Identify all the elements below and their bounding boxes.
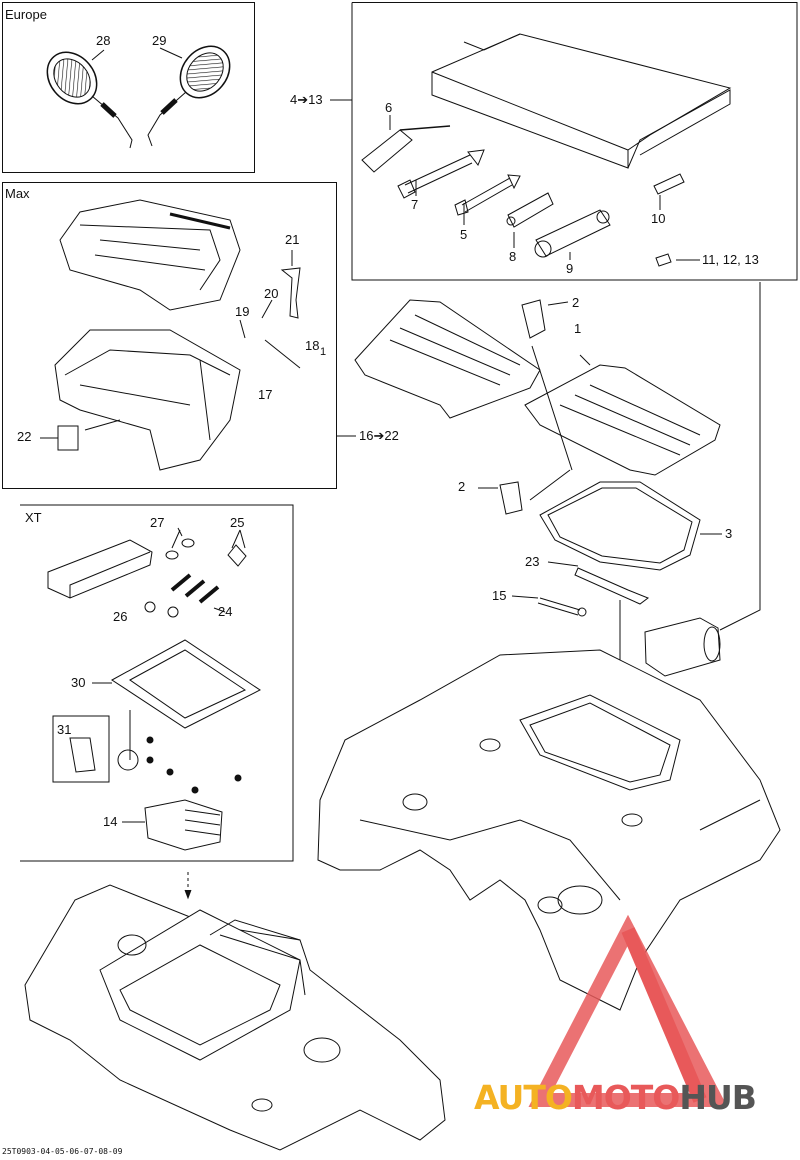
- gasket-3: [539, 481, 701, 571]
- tool-pouch: [431, 33, 732, 169]
- callout-22: 22: [17, 429, 32, 444]
- europe-title: Europe: [5, 7, 47, 22]
- fuse-10: [653, 173, 685, 195]
- wrench-5: [454, 174, 521, 216]
- callout-1: 1: [574, 321, 582, 336]
- watermark-triangle: [528, 914, 728, 1107]
- callout-14: 14: [103, 814, 118, 829]
- xt-plate: [47, 539, 153, 599]
- max-box: [2, 182, 337, 489]
- rear-fender-main: [317, 649, 781, 1011]
- bolts-24: [170, 573, 220, 604]
- callout-18-sub: 1: [320, 346, 327, 358]
- callout-17: 17: [258, 387, 273, 402]
- watermark-moto: MOTO: [571, 1078, 680, 1117]
- toolkit-box: [351, 2, 798, 281]
- tool-case: [644, 617, 721, 677]
- callout-15: 15: [492, 588, 507, 603]
- callout-27: 27: [150, 515, 165, 530]
- max-box-lower: [54, 329, 241, 471]
- callout-20: 20: [264, 286, 279, 301]
- watermark-text: AUTOMOTOHUB: [474, 1078, 757, 1117]
- rack-rear-section: [524, 364, 721, 476]
- front-fender: [24, 884, 446, 1151]
- socket-9: [534, 209, 611, 258]
- bracket-2a: [521, 299, 546, 339]
- xt-box: [20, 504, 294, 862]
- callout-18: 18: [305, 338, 320, 353]
- callout-23: 23: [525, 554, 540, 569]
- bar-23: [574, 567, 650, 605]
- watermark-auto: AUTO: [474, 1078, 573, 1117]
- mirror-left: [46, 51, 133, 149]
- callout-30: 30: [71, 675, 86, 690]
- connector-14: [144, 799, 223, 851]
- callout-31: 31: [57, 722, 72, 737]
- callout-2-top: 2: [572, 295, 580, 310]
- callout-10: 10: [651, 211, 666, 226]
- callout-29: 29: [152, 33, 167, 48]
- callout-7: 7: [411, 197, 419, 212]
- callout-24: 24: [218, 604, 233, 619]
- callout-21: 21: [285, 232, 300, 247]
- xt-title: XT: [25, 510, 42, 525]
- wrench-15: [537, 597, 587, 617]
- callout-8: 8: [509, 249, 517, 264]
- callout-3: 3: [725, 526, 733, 541]
- plate-30: [111, 639, 261, 729]
- callout-2-bottom: 2: [458, 479, 466, 494]
- latch-22: [57, 425, 79, 451]
- max-rack-upper: [59, 199, 241, 311]
- callout-16-22: 16➔22: [359, 428, 399, 443]
- socket-8: [506, 192, 554, 228]
- callout-4-13: 4➔13: [290, 92, 323, 107]
- callout-25: 25: [230, 515, 245, 530]
- callout-19: 19: [235, 304, 250, 319]
- wrench-7: [397, 149, 485, 199]
- rack-front-section: [354, 299, 541, 419]
- bolt-25: [227, 544, 247, 567]
- callout-5: 5: [460, 227, 468, 242]
- watermark-hub: HUB: [679, 1078, 757, 1117]
- washer-27: [165, 538, 195, 560]
- callout-11-12-13: 11, 12, 13: [702, 252, 759, 267]
- callout-9: 9: [566, 261, 574, 276]
- europe-box: [2, 2, 255, 173]
- bracket-2b: [499, 481, 523, 515]
- max-bracket-21: [280, 267, 301, 319]
- clip-31: [69, 737, 96, 773]
- callout-26: 26: [113, 609, 128, 624]
- mirror-right: [147, 45, 231, 147]
- fuse-11: [655, 253, 672, 267]
- callout-6: 6: [385, 100, 393, 115]
- max-title: Max: [5, 186, 30, 201]
- callout-28: 28: [96, 33, 111, 48]
- diagram-code: 25T0903-04-05-06-07-08-09: [2, 1147, 123, 1156]
- screwdriver: [361, 125, 451, 173]
